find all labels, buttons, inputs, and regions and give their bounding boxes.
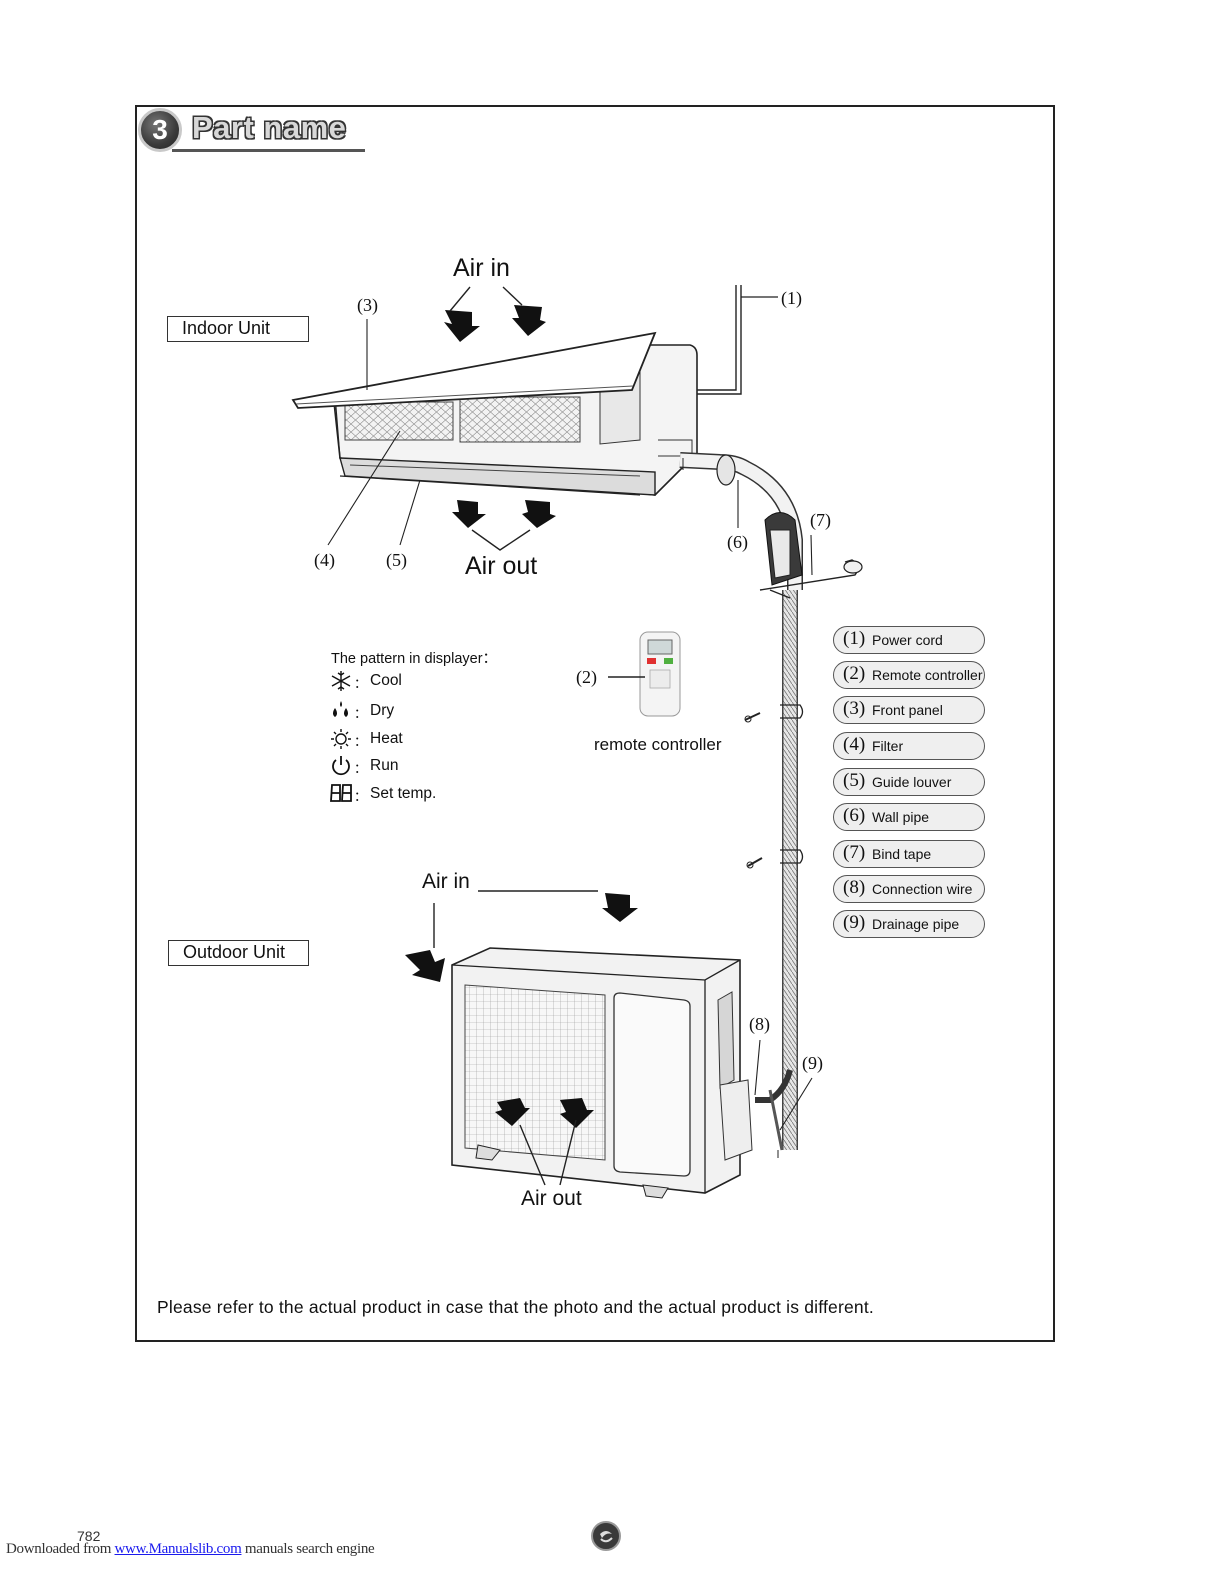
drops-icon [333,701,348,717]
callout-9: (9) [802,1053,823,1073]
part-front-panel: (3)Front panel [833,696,985,724]
display-pattern-title: The pattern in displayer： [331,651,498,667]
power-icon [332,756,350,776]
part-connection-wire: (8)Connection wire [833,875,985,903]
callout-6: (6) [727,532,748,552]
remote-controller-drawing [608,631,681,717]
outdoor-unit-drawing [451,947,753,1199]
manualslib-link[interactable]: www.Manualslib.com [114,1541,242,1557]
indoor-air-in-label: Air in [453,254,510,282]
section-number-badge: 3 [138,108,182,152]
disclaimer-note: Please refer to the actual product in ca… [157,1297,874,1317]
part-remote-controller: (2)Remote controller [833,661,985,689]
outdoor-unit-label: Outdoor Unit [168,940,309,966]
callout-2: (2) [576,667,597,687]
callout-5: (5) [386,550,407,570]
part-filter: (4)Filter [833,732,985,760]
section-title-text: Part name [192,110,347,145]
part-power-cord: (1)Power cord [833,626,985,654]
sun-icon [331,729,351,749]
pattern-set-temp-label: Set temp. [370,785,437,802]
manualslib-logo-icon [591,1521,621,1551]
outdoor-air-in-label: Air in [422,870,470,893]
part-drainage-pipe: (9)Drainage pipe [833,910,985,938]
page-number: 782 [77,1528,101,1544]
page-frame [135,105,1055,1342]
pattern-heat-label: Heat [370,730,403,747]
callout-8: (8) [749,1014,770,1034]
part-bind-tape: (7)Bind tape [833,840,985,868]
piping-drawing [679,452,863,1158]
callout-7: (7) [810,510,831,530]
download-footer: Downloaded from www.Manualslib.com manua… [6,1541,375,1557]
pattern-cool-label: Cool [370,672,402,689]
title-underline [172,149,365,152]
indoor-unit-drawing [291,331,698,496]
indoor-air-out-label: Air out [465,552,538,580]
callout-4: (4) [314,550,335,570]
pattern-dry-label: Dry [370,702,395,719]
callout-1: (1) [781,288,802,308]
outdoor-air-out-label: Air out [521,1187,582,1210]
snowflake-icon [331,671,351,691]
digits-icon [330,784,352,802]
pattern-run-label: Run [370,757,399,774]
remote-controller-caption: remote controller [594,735,722,754]
part-wall-pipe: (6)Wall pipe [833,803,985,831]
power-cord-line [697,285,742,395]
callout-3: (3) [357,295,378,315]
indoor-unit-label: Indoor Unit [167,316,309,342]
part-guide-louver: (5)Guide louver [833,768,985,796]
